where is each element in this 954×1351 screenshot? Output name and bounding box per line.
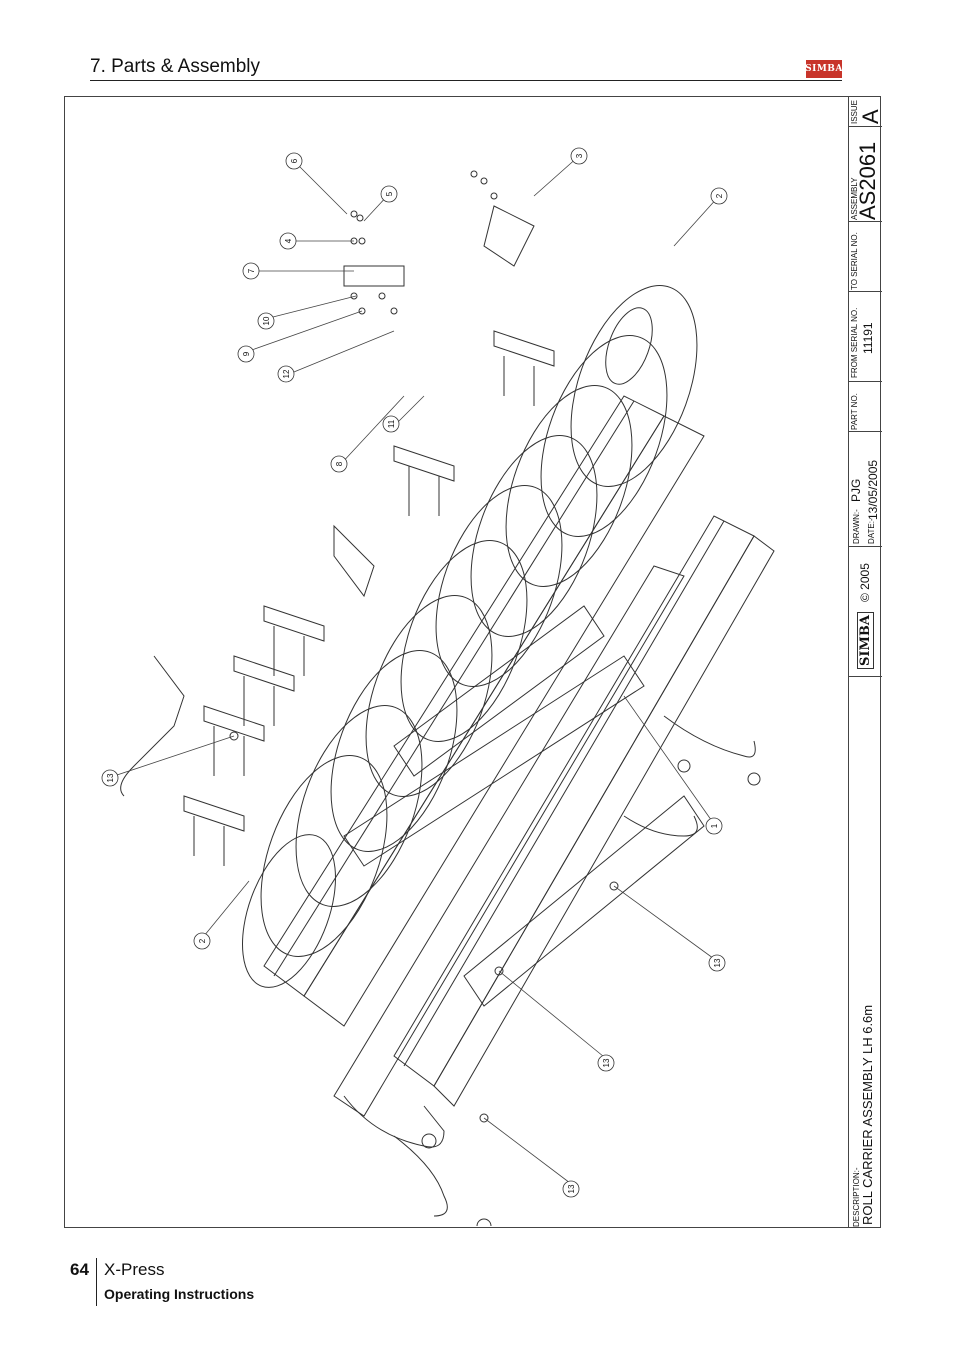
callout-label: 7 [247,268,256,273]
from-serial-label: FROM SERIAL NO. [850,307,859,378]
callout-label: 2 [715,193,724,198]
title-block: ISSUE A ASSEMBLY AS2061 TO SERIAL NO. FR… [848,96,883,1228]
drawing-frame [64,96,881,1228]
brand-logo: SIMBA [805,60,842,78]
callout-label: 13 [106,773,115,782]
document-subtitle: Operating Instructions [104,1286,255,1302]
callout-label: 5 [385,191,394,196]
assembly-number: AS2061 [855,141,880,220]
roller-discs [242,285,698,988]
product-name: X-Press [104,1260,165,1279]
callout-label: 9 [242,351,251,356]
callout-label: 3 [575,153,584,158]
title-block-logo: SIMBA [857,612,874,669]
to-serial-label: TO SERIAL NO. [850,232,859,290]
section-title: 7. Parts & Assembly [90,56,261,77]
issue-value: A [858,109,883,124]
callout-label: 13 [713,958,722,967]
date-value: 13/05/2005 [866,459,880,520]
from-serial-value: 11191 [861,322,875,354]
page-number: 64 [70,1260,89,1279]
frame-beam [393,515,755,1087]
drawn-label: DRAWN:- [852,509,861,544]
callout-label: 13 [567,1184,576,1193]
scraper-brackets [120,205,555,866]
callout-label: 8 [335,461,344,466]
callout-label: 2 [198,938,207,943]
drawn-value: PJG [849,478,863,502]
date-label: DATE:- [867,518,876,544]
frame-beam [333,565,685,1117]
frame-beam [433,535,775,1107]
frame-beam [303,415,705,1027]
footer-divider [96,1258,97,1306]
callout-label: 11 [387,419,396,428]
callout-label: 10 [262,316,271,325]
header-rule [90,80,842,81]
callout-label: 13 [602,1058,611,1067]
copyright: © 2005 [858,563,872,602]
callout-label: 4 [284,238,293,243]
callout-label: 1 [710,823,719,828]
callout-label: 12 [282,369,291,378]
description-value: ROLL CARRIER ASSEMBLY LH 6.6m [860,1004,875,1225]
exploded-parts-drawing: 2 3 6 5 4 7 10 9 12 8 11 13 2 1 13 13 13 [101,147,775,1226]
callout-label: 6 [290,158,299,163]
part-no-label: PART NO. [850,393,859,430]
